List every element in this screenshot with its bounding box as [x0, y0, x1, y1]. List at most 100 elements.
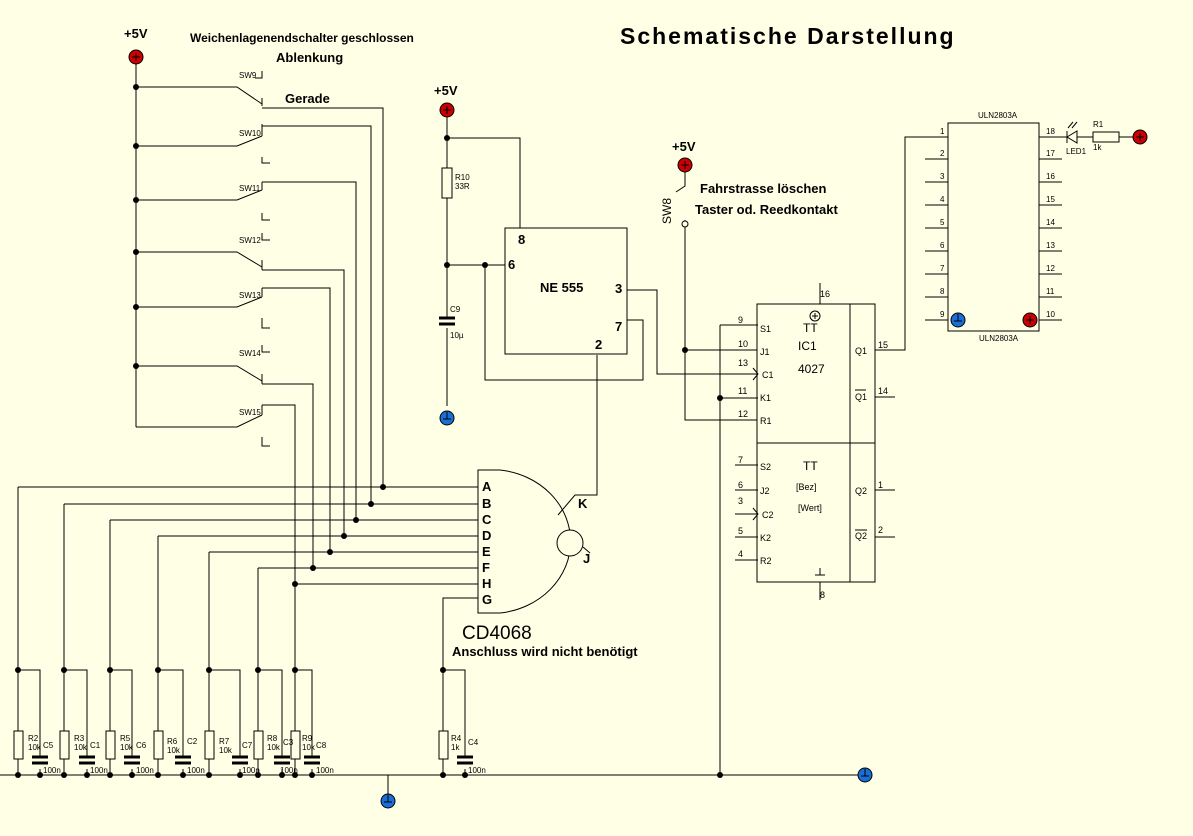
svg-text:R6: R6 [167, 737, 178, 746]
ne555-name: NE 555 [540, 280, 583, 295]
switch-bank: +5V Weichenlagenendschalter geschlossen … [124, 26, 414, 587]
led1: LED1 [1066, 121, 1087, 156]
uln-name-top: ULN2803A [978, 111, 1018, 120]
svg-text:13: 13 [1046, 241, 1055, 250]
svg-text:4: 4 [940, 195, 945, 204]
svg-text:C2: C2 [762, 510, 774, 520]
svg-text:10k: 10k [219, 746, 233, 755]
c9-name: C9 [450, 305, 461, 314]
cd4068-gate: K J A B C D E F H G CD4068 Anschluss wir… [295, 355, 638, 772]
svg-text:2: 2 [940, 149, 945, 158]
svg-text:17: 17 [1046, 149, 1055, 158]
svg-text:8: 8 [940, 287, 945, 296]
svg-text:4: 4 [738, 549, 743, 559]
svg-text:SW13: SW13 [239, 291, 261, 300]
svg-text:11: 11 [738, 386, 747, 396]
svg-text:K1: K1 [760, 393, 771, 403]
svg-text:R2: R2 [760, 556, 772, 566]
svg-text:C2: C2 [187, 737, 198, 746]
svg-text:1: 1 [940, 127, 945, 136]
diagram-title: Schematische Darstellung [620, 23, 956, 49]
svg-text:SW11: SW11 [239, 184, 261, 193]
svg-text:C5: C5 [43, 741, 54, 750]
svg-text:S2: S2 [760, 462, 771, 472]
svg-text:100n: 100n [43, 766, 61, 775]
gate-input-e: E [482, 544, 491, 559]
gate-input-c: C [482, 512, 492, 527]
gnd-symbol-555 [439, 410, 455, 426]
svg-text:5: 5 [738, 526, 743, 536]
switch-sw11[interactable]: SW11 [136, 181, 357, 520]
svg-text:R5: R5 [120, 734, 131, 743]
svg-text:10k: 10k [267, 743, 281, 752]
ne555-timer: +5V R10 33R C9 10µ NE 555 8 6 3 7 2 [434, 83, 758, 426]
svg-text:3: 3 [940, 172, 945, 181]
svg-text:R4: R4 [451, 734, 462, 743]
svg-text:[Bez]: [Bez] [796, 482, 817, 492]
switch-sw14[interactable]: SW14 [136, 345, 314, 568]
svg-text:8: 8 [518, 232, 525, 247]
vcc-symbol-switches [128, 49, 144, 65]
svg-text:6: 6 [738, 480, 743, 490]
cd4068-out-j: J [583, 551, 590, 566]
svg-text:R8: R8 [267, 734, 278, 743]
svg-text:100n: 100n [468, 766, 486, 775]
switch-sw10[interactable]: SW10 [136, 124, 372, 504]
gnd-symbol-right [857, 767, 873, 783]
svg-text:C3: C3 [283, 738, 294, 747]
svg-text:5: 5 [940, 218, 945, 227]
svg-text:16: 16 [820, 289, 830, 299]
svg-text:7: 7 [738, 455, 743, 465]
svg-text:10: 10 [738, 339, 748, 349]
gate-input-h: H [482, 576, 491, 591]
r10-name: R10 [455, 173, 470, 182]
switch-sw13[interactable]: SW13 [136, 287, 331, 552]
svg-text:7: 7 [940, 264, 945, 273]
svg-text:K2: K2 [760, 533, 771, 543]
switch-title-label: Weichenlagenendschalter geschlossen [190, 31, 414, 45]
svg-text:10k: 10k [120, 743, 134, 752]
svg-text:6: 6 [508, 257, 515, 272]
vcc-symbol-555 [439, 102, 455, 118]
switch-sw9[interactable]: SW9 [136, 71, 384, 487]
svg-text:+5V: +5V [672, 139, 696, 154]
svg-text:2: 2 [595, 337, 602, 352]
svg-text:100n: 100n [242, 766, 260, 775]
svg-text:100n: 100n [90, 766, 108, 775]
r10-value: 33R [455, 182, 470, 191]
svg-text:3: 3 [615, 281, 622, 296]
switch-sw15[interactable]: SW15 [136, 404, 296, 584]
svg-text:R3: R3 [74, 734, 85, 743]
svg-text:SW15: SW15 [239, 408, 261, 417]
svg-text:C1: C1 [90, 741, 101, 750]
taster-label: Taster od. Reedkontakt [695, 202, 838, 217]
vcc-label-switches: +5V [124, 26, 148, 41]
svg-text:SW9: SW9 [239, 71, 257, 80]
svg-text:100n: 100n [280, 766, 298, 775]
svg-text:10: 10 [1046, 310, 1055, 319]
svg-text:C7: C7 [242, 741, 253, 750]
gate-input-a: A [482, 479, 492, 494]
svg-text:[Wert]: [Wert] [798, 503, 822, 513]
svg-text:1k: 1k [451, 743, 460, 752]
svg-text:15: 15 [878, 340, 888, 350]
gate-input-f: F [482, 560, 490, 575]
fahrstrasse-label: Fahrstrasse löschen [700, 181, 827, 196]
svg-text:4027: 4027 [798, 362, 825, 376]
svg-text:8: 8 [820, 590, 825, 600]
switch-sw12[interactable]: SW12 [136, 233, 345, 536]
svg-text:R7: R7 [219, 737, 230, 746]
gate-input-d: D [482, 528, 491, 543]
svg-text:J1: J1 [760, 347, 770, 357]
switch-sw8[interactable]: +5V SW8 Fahrstrasse löschen Taster od. R… [660, 139, 838, 421]
svg-text:SW12: SW12 [239, 236, 261, 245]
r1-value: 1k [1093, 143, 1102, 152]
svg-text:18: 18 [1046, 127, 1055, 136]
gate-input-b: B [482, 496, 491, 511]
svg-text:1: 1 [878, 480, 883, 490]
svg-text:100n: 100n [316, 766, 334, 775]
svg-text:R1: R1 [760, 416, 772, 426]
uln-name-bottom: ULN2803A [979, 334, 1019, 343]
